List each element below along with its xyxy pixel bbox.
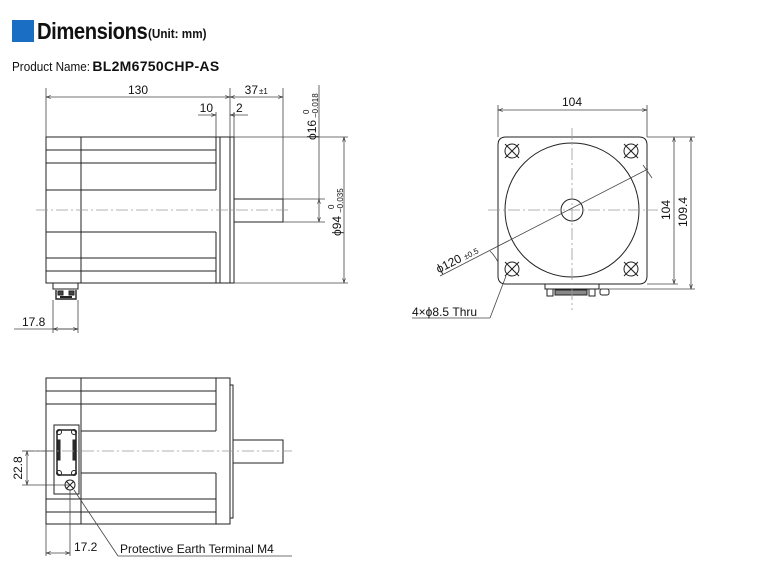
dim-flange-offset: 10 [200,101,214,115]
mounting-hole-tl [504,143,520,159]
dim-pilot-tol-lower: −0.035 [336,188,345,213]
mounting-hole-tr [623,143,639,159]
dim-connector-offset: 17.8 [22,315,46,329]
mounting-hole-br [623,261,639,277]
side-view [45,136,284,300]
dim-pilot-diameter: ϕ94 [330,216,344,236]
dim-bolt-circle: ϕ120 [434,251,464,276]
front-view [497,136,648,297]
dim-overall-height: 109.4 [676,197,690,227]
dim-pilot-tol-upper: 0 [327,204,336,209]
dim-shaft-length-tol: ±1 [259,87,268,96]
dim-shaft-diameter: ϕ16 [305,120,319,140]
title-marker [12,20,34,42]
dim-front-width: 104 [562,95,582,109]
dim-shaft-tol-upper: 0 [302,109,311,114]
section-title: Dimensions (Unit: mm) [12,18,213,44]
dim-pe-offset: 17.2 [74,540,98,554]
title-text: Dimensions [37,18,148,44]
dim-length: 130 [128,83,148,97]
dim-shaft-tol-lower: −0.018 [311,93,320,118]
title-unit: (Unit: mm) [148,26,207,41]
mounting-hole-bl [504,261,520,277]
dim-holes: 4×ϕ8.5 Thru [412,305,477,319]
pe-terminal-label: Protective Earth Terminal M4 [120,542,274,556]
dim-flange-thickness: 2 [236,101,243,115]
product-name: BL2M6750CHP-AS [92,58,220,74]
dim-bolt-circle-tol: ±0.5 [462,246,480,261]
bottom-view [45,377,284,525]
product-label: Product Name: [12,59,91,74]
dim-connector-height: 22.8 [11,456,25,480]
dim-shaft-length: 37 [245,83,259,97]
dim-front-height: 104 [659,200,673,220]
product-name-line: Product Name: BL2M6750CHP-AS [12,58,219,74]
